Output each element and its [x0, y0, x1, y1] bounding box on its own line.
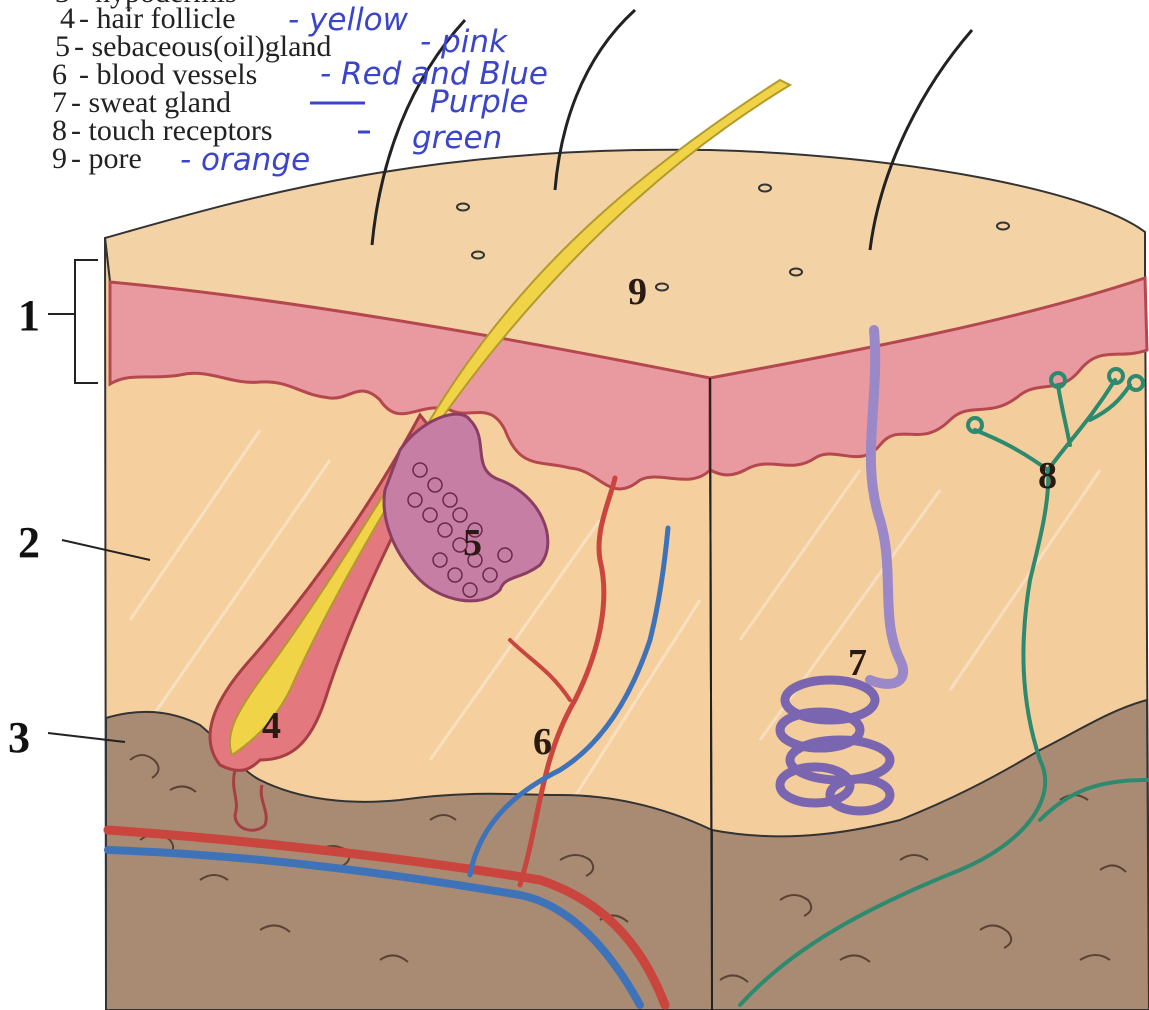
key-list: 4- hair follicle - yellow 5- sebaceous(o…: [52, 2, 548, 178]
label-8: 8: [1038, 455, 1057, 497]
label-3: 3: [8, 713, 30, 762]
label-1: 1: [18, 291, 40, 340]
key-item-8-color: green: [412, 120, 502, 156]
key-item-7-color: Purple: [430, 84, 528, 120]
label-6: 6: [533, 721, 552, 763]
label-4: 4: [262, 705, 281, 747]
label-9: 9: [628, 271, 647, 313]
key-item-5-color: - pink: [420, 24, 508, 60]
layer-1-bracket: [75, 260, 98, 383]
key-item-9-label: 9- pore: [52, 142, 142, 175]
label-5: 5: [463, 522, 482, 564]
label-2: 2: [18, 518, 40, 567]
key-item-9-color: - orange: [180, 142, 310, 178]
label-7: 7: [848, 642, 867, 684]
